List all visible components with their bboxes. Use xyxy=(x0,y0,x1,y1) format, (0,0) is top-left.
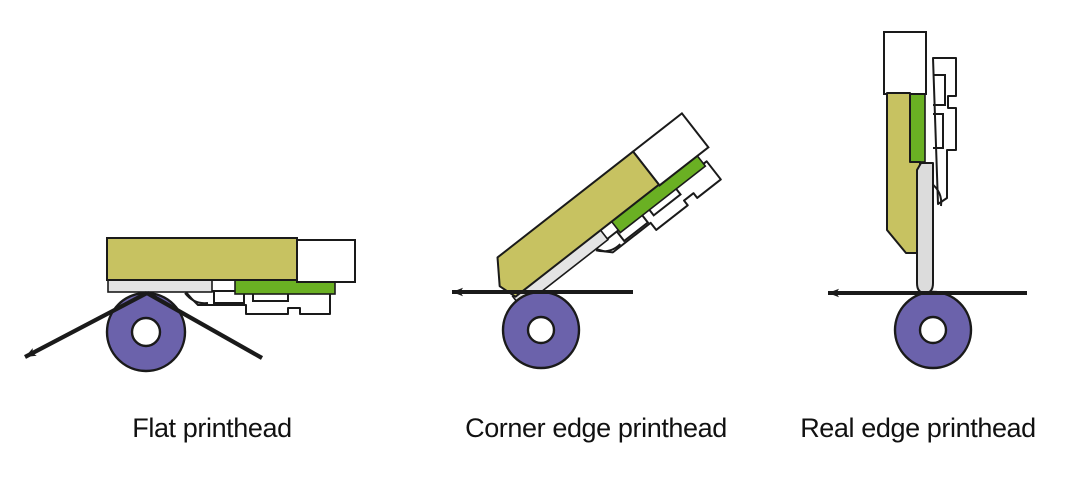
printhead-body xyxy=(106,237,298,281)
roller xyxy=(501,290,581,370)
flex-circuit-hook xyxy=(184,292,209,305)
flex-circuit-notch-upper xyxy=(933,74,946,106)
media-path-line-right xyxy=(145,291,264,360)
flex-circuit-notch-left xyxy=(213,291,245,304)
roller xyxy=(893,290,973,370)
caption-corner-edge-printhead: Corner edge printhead xyxy=(465,413,727,443)
printhead-body xyxy=(496,150,660,298)
flex-circuit-notch-right xyxy=(646,185,682,217)
manifold-block xyxy=(883,31,927,95)
flex-circuit-notch-right xyxy=(252,291,289,302)
manifold-block xyxy=(296,239,356,283)
roller-hub xyxy=(526,315,556,345)
roller xyxy=(105,291,187,373)
media-path-arrow-left xyxy=(24,291,148,359)
caption-flat-printhead: Flat printhead xyxy=(132,413,292,443)
flex-circuit-outline xyxy=(184,290,331,315)
flex-circuit-notch-lower xyxy=(933,113,944,149)
flex-circuit-outline xyxy=(593,160,722,254)
panel-corner-edge-printhead: Corner edge printhead xyxy=(452,111,727,443)
caption-real-edge-printhead: Real edge printhead xyxy=(800,413,1036,443)
panel-real-edge-printhead: Real edge printhead xyxy=(800,31,1036,443)
nozzle-tip xyxy=(916,162,934,294)
corner-edge-assembly xyxy=(496,111,722,309)
flex-circuit-hook xyxy=(595,243,621,253)
panel-flat-printhead: Flat printhead xyxy=(24,237,356,443)
flex-circuit-notch-left xyxy=(616,212,650,243)
flex-circuit-step-outline xyxy=(932,57,957,205)
flex-circuit-lower-step xyxy=(184,290,331,315)
roller-hub xyxy=(918,315,948,345)
flex-circuit-outline xyxy=(930,57,957,207)
flex-circuit-lower-step xyxy=(593,160,722,254)
roller-hub xyxy=(130,316,162,348)
